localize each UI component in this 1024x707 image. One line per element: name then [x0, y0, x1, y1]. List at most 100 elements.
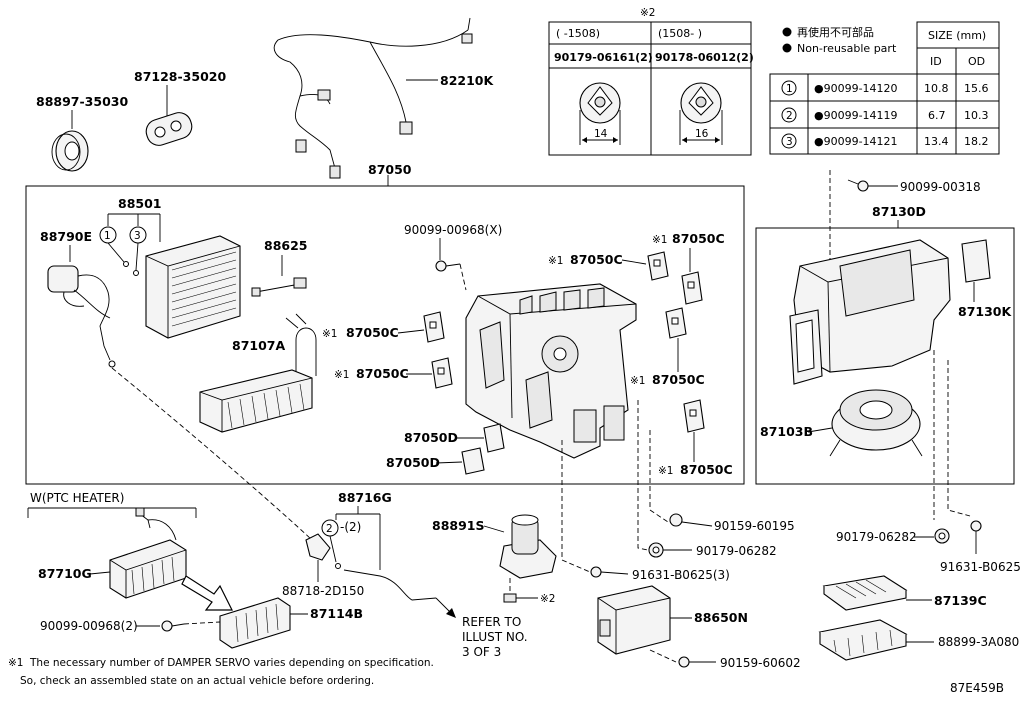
paren-2: -(2) [340, 520, 361, 534]
damper-servo[interactable] [683, 399, 705, 433]
refer-line1: REFER TO [462, 615, 521, 629]
heater-87114b[interactable] [219, 597, 291, 649]
grommet-88897[interactable] [51, 130, 89, 172]
damper-servo[interactable] [483, 423, 505, 453]
heater-core-87107a[interactable] [199, 313, 317, 433]
footnote-line2: So, check an assembled state on an actua… [20, 675, 374, 687]
filter-87139c[interactable] [822, 575, 908, 611]
label-88716g: 88716G [338, 490, 392, 505]
star1-mark: ※1 [630, 375, 645, 387]
star2-clip-table: ※2 ( -1508) (1508- ) 90179-06161(2) 9017… [548, 7, 754, 156]
screw-90099-00968x[interactable] [435, 260, 461, 272]
screw-90099-00318[interactable] [847, 179, 869, 192]
cover-88899[interactable] [818, 619, 908, 661]
label-91631-b0625-3: 91631-B0625(3) [632, 568, 730, 582]
label-88650n: 88650N [694, 610, 748, 625]
label-87128: 87128-35020 [134, 69, 226, 84]
label-87710g: 87710G [38, 566, 92, 581]
bolt-91631-b0625-3[interactable] [590, 566, 602, 578]
star1-mark: ※1 [548, 255, 563, 267]
damper-servo[interactable] [647, 251, 669, 281]
label-90099-00968x: 90099-00968(X) [404, 223, 502, 237]
size-row-id: 10.8 [924, 82, 949, 95]
star2-col-a-part: 90179-06161(2) [554, 51, 653, 64]
wire-harness-82210k[interactable] [273, 17, 473, 179]
refer-line2: ILLUST NO. [462, 630, 528, 644]
label-87050: 87050 [368, 162, 412, 177]
size-row-od: 15.6 [964, 82, 989, 95]
label-90179-06282-a: 90179-06282 [696, 544, 777, 558]
star1-mark: ※1 [334, 369, 349, 381]
clip-b-icon [679, 82, 723, 145]
star2-mark-bottom: ※2 [540, 593, 555, 605]
blower-actuator-87130k[interactable] [961, 239, 991, 283]
damper-servo[interactable] [461, 447, 485, 475]
size-row-no: 3 [786, 136, 793, 148]
callout-3: 3 [134, 230, 141, 242]
pipe-88716g[interactable] [343, 569, 437, 601]
bolt-90159-60602[interactable] [678, 656, 690, 668]
blower-unit-87130d[interactable] [789, 239, 951, 385]
size-row-id: 6.7 [928, 109, 946, 122]
bolt-91631-b0625[interactable] [970, 520, 982, 532]
label-90099-00318: 90099-00318 [900, 180, 981, 194]
arrow-icon [181, 575, 233, 611]
damper-servo[interactable] [423, 311, 445, 343]
star1-mark: ※1 [322, 328, 337, 340]
label-87050d-a: 87050D [404, 430, 458, 445]
size-row-part: ●90099-14119 [814, 109, 898, 122]
label-90099-00968-2: 90099-00968(2) [40, 619, 138, 633]
damper-servo[interactable] [681, 271, 703, 305]
size-title: SIZE (mm) [928, 29, 986, 42]
legend-line1: 再使用不可部品 [797, 25, 874, 39]
star1-mark: ※1 [652, 234, 667, 246]
label-87130d: 87130D [872, 204, 926, 219]
label-87050c-d: 87050C [680, 462, 733, 477]
damper-servo[interactable] [665, 307, 687, 339]
callout-2: 2 [326, 523, 333, 535]
label-82210k: 82210K [440, 73, 494, 88]
clip-90179-06282[interactable] [648, 542, 664, 558]
size-table: SIZE (mm) ID OD 1 ●90099-14120 10.8 15.6… [769, 21, 1000, 155]
label-87050d-b: 87050D [386, 455, 440, 470]
size-col-id: ID [930, 55, 942, 68]
label-91631-b0625: 91631-B0625 [940, 560, 1021, 574]
refer-line3: 3 OF 3 [462, 645, 501, 659]
label-88790e: 88790E [40, 229, 92, 244]
star2-col-b-head: (1508- ) [658, 27, 702, 40]
bolt-90159-60195[interactable] [669, 513, 683, 527]
clip-a-icon [579, 82, 621, 145]
valve-88718[interactable] [305, 533, 331, 561]
label-88897: 88897-35030 [36, 94, 128, 109]
legend-line2: Non-reusable part [797, 42, 897, 55]
nut-icon [503, 593, 517, 603]
size-row-no: 2 [786, 110, 793, 122]
temp-sensor-88625[interactable] [251, 277, 307, 297]
ecu-88650n[interactable] [597, 585, 671, 655]
star2-mark: ※2 [640, 7, 655, 19]
label-87114b: 87114B [310, 606, 363, 621]
star2-dim-a: 14 [594, 128, 608, 140]
evaporator-88501[interactable] [145, 235, 241, 339]
legend: 再使用不可部品 Non-reusable part [782, 25, 897, 55]
ptc-heater-label: W(PTC HEATER) [30, 491, 124, 505]
clip-90179-06282-b[interactable] [934, 528, 950, 544]
screw-90099-00968-2[interactable] [161, 620, 185, 632]
bracket-88891s[interactable] [499, 514, 557, 579]
size-col-od: OD [968, 55, 985, 68]
footnote-line1: The necessary number of DAMPER SERVO var… [29, 657, 434, 669]
size-row-od: 10.3 [964, 109, 989, 122]
blower-motor-87103b[interactable] [829, 389, 923, 457]
damper-servo[interactable] [431, 357, 453, 389]
callout-1: 1 [104, 230, 111, 242]
label-87050c-c: 87050C [652, 372, 705, 387]
filled-dot-icon [782, 27, 792, 37]
hvac-housing-87050[interactable] [465, 283, 637, 459]
label-90159-60195: 90159-60195 [714, 519, 795, 533]
assembly-87130d-box [755, 227, 1015, 485]
expansion-valve-88790e[interactable] [47, 265, 116, 368]
ptc-heater-87710g[interactable] [109, 507, 187, 599]
seal-87128[interactable] [143, 110, 195, 149]
size-row-part: ●90099-14120 [814, 82, 898, 95]
